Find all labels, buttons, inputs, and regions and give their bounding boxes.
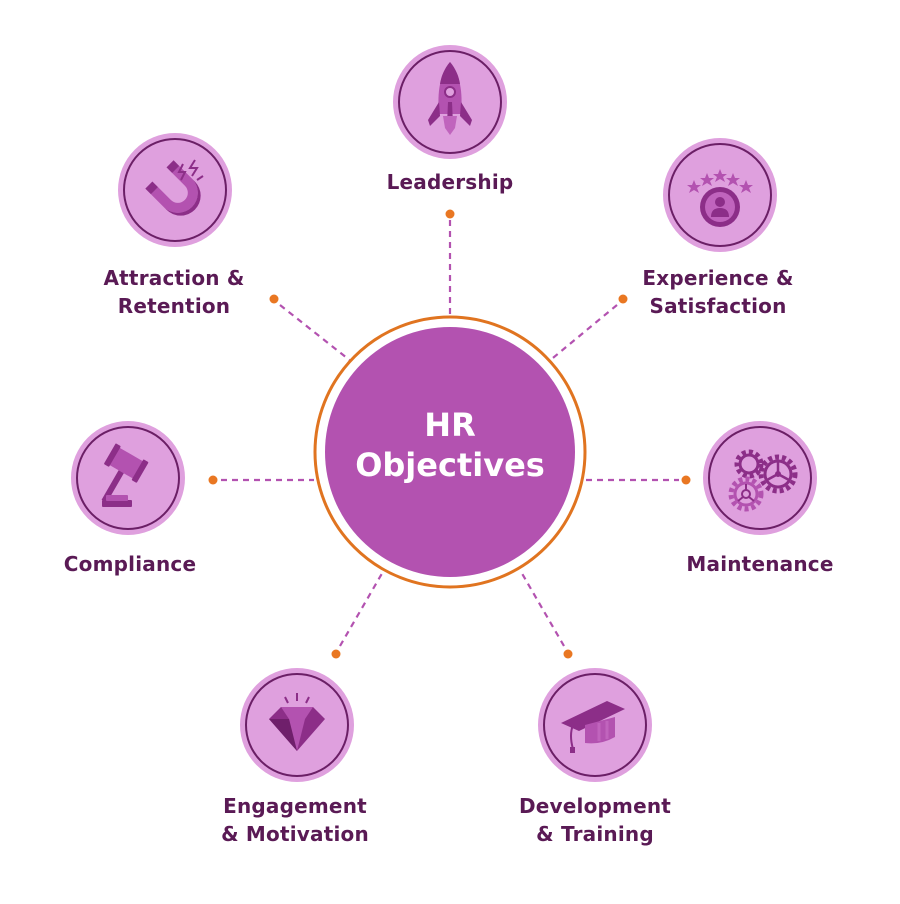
connector-experience [547,304,618,363]
rocket-icon [428,62,472,135]
dot-maintenance [681,475,691,485]
label-leadership: Leadership [386,170,514,194]
label-experience: Experience & Satisfaction [642,266,794,318]
center-title: HR Objectives [355,405,545,485]
node-compliance [71,421,185,535]
dot-experience [618,294,628,304]
node-engagement [240,668,354,782]
center-hub [313,315,587,589]
dot-engagement [331,649,341,659]
diamond-icon [269,693,325,751]
label-compliance: Compliance [63,552,197,576]
node-experience [663,138,777,252]
node-maintenance [703,421,817,535]
label-attraction: Attraction & Retention [103,266,245,318]
label-development: Development & Training [518,794,672,846]
dot-leadership [445,209,455,219]
connectors [221,220,679,647]
center-circle [325,327,575,577]
graduation-cap-icon [561,701,625,753]
connector-dots [208,209,691,659]
connector-attraction [279,304,353,363]
connector-engagement [339,569,385,647]
node-leadership [393,45,507,159]
label-engagement: Engagement & Motivation [221,794,369,846]
dot-compliance [208,475,218,485]
node-attraction [118,133,232,247]
gears-icon [728,449,798,512]
gavel-icon [101,443,149,507]
center-title-line1: HR [424,406,476,444]
dot-attraction [269,294,279,304]
connector-development [519,569,565,647]
spark-icons [177,159,204,181]
magnet-icon [145,160,201,216]
node-development [538,668,652,782]
label-maintenance: Maintenance [686,552,834,576]
dot-development [563,649,573,659]
center-title-line2: Objectives [355,446,545,484]
rated-user-icon [687,169,753,227]
